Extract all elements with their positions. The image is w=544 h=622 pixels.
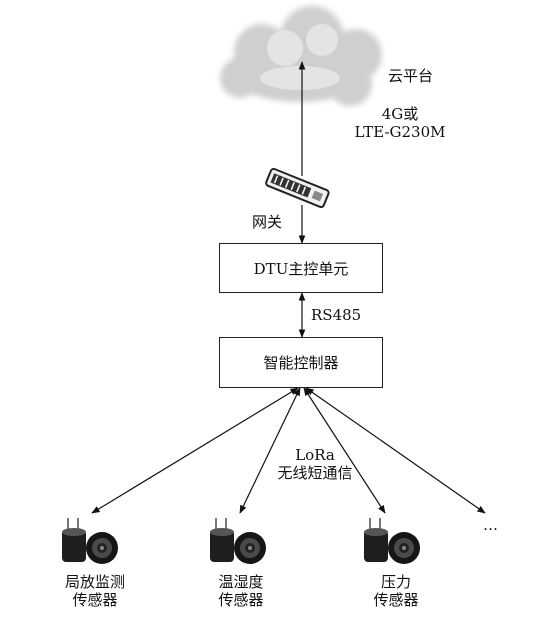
cloud-icon (220, 6, 382, 106)
cloud-label: 云平台 (388, 67, 434, 85)
sensor-label: 压力 传感器 (351, 573, 441, 609)
wireless-label-line2: 无线短通信 (277, 464, 353, 482)
bus-label: RS485 (311, 306, 362, 324)
sensor-label-line1: 温湿度 (218, 573, 264, 591)
sensor-label-line2: 传感器 (218, 591, 264, 609)
sensor-label-line1: 压力 (380, 573, 411, 591)
link-cloud-label: 4G或 LTE-G230M (340, 105, 460, 141)
more-ellipsis: … (483, 516, 498, 534)
sensor-label: 局放监测 传感器 (50, 573, 140, 609)
sensor-label-line1: 局放监测 (64, 573, 125, 591)
wireless-label-line1: LoRa (295, 446, 335, 464)
wireless-label: LoRa 无线短通信 (260, 446, 370, 482)
gateway-label: 网关 (252, 213, 283, 231)
link-wireless-sensor-2 (239, 387, 301, 514)
link-cloud-label-line1: 4G或 (381, 105, 419, 123)
dtu-box: DTU主控单元 (219, 243, 383, 293)
sensor-icon (62, 518, 118, 564)
sensor-label-line2: 传感器 (373, 591, 419, 609)
sensor-label-line2: 传感器 (72, 591, 118, 609)
sensor-icon (364, 518, 420, 564)
link-wireless-more (305, 387, 486, 514)
link-cloud-label-line2: LTE-G230M (354, 123, 446, 141)
sensor-icon (210, 518, 266, 564)
controller-box: 智能控制器 (219, 337, 383, 388)
gateway-icon (265, 167, 330, 209)
sensor-label: 温湿度 传感器 (196, 573, 286, 609)
